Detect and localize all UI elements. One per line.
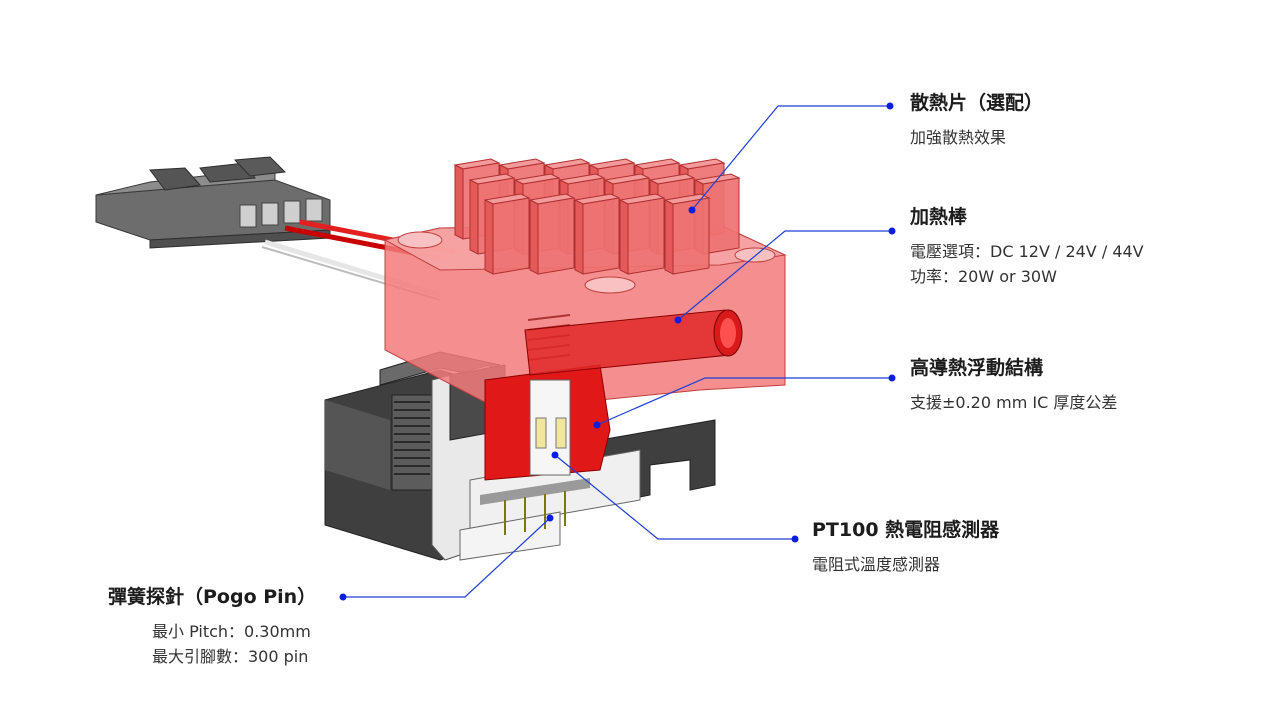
callout-pt100: PT100 熱電阻感測器 電阻式溫度感測器 — [812, 518, 999, 577]
leader-heater-rod — [677, 230, 892, 321]
leader-heatsink — [691, 105, 890, 211]
callout-heater-rod-power: 功率：20W or 30W — [910, 267, 1057, 286]
leader-heater-rod-end-dot — [888, 227, 896, 235]
callout-pogo-pin-count: 最大引腳數：300 pin — [152, 647, 309, 666]
socket-base — [324, 351, 716, 561]
leader-pt100-start-dot — [551, 451, 559, 459]
leader-heatsink-end-dot — [886, 102, 894, 110]
leader-pt100-end-dot — [791, 535, 799, 543]
leader-floating-structure-end-dot — [888, 374, 896, 382]
leader-heater-rod-start-dot — [674, 316, 682, 324]
callout-pogo-pin-pitch: 最小 Pitch：0.30mm — [152, 622, 311, 641]
leader-pogo-pin — [343, 517, 551, 598]
leader-floating-structure-start-dot — [593, 421, 601, 429]
heater-rod — [524, 309, 743, 376]
callout-pt100-desc: 電阻式溫度感測器 — [812, 555, 941, 574]
leader-pt100 — [554, 454, 795, 540]
callout-heater-rod-title: 加熱棒 — [910, 206, 968, 228]
callout-heatsink: 散熱片（選配） 加強散熱效果 — [910, 91, 1043, 150]
callout-floating-structure-title: 高導熱浮動結構 — [910, 357, 1044, 379]
heatsink-fin-face — [672, 197, 710, 275]
heatsink-fin-face — [627, 197, 665, 275]
leader-pogo-pin-end-dot — [339, 593, 347, 601]
callout-heatsink-desc: 加強散熱效果 — [910, 128, 1007, 147]
connector-plug — [95, 156, 331, 249]
callout-pogo-pin: 彈簧探針（Pogo Pin） 最小 Pitch：0.30mm 最大引腳數：300… — [108, 585, 316, 669]
leader-pogo-pin-start-dot — [546, 514, 554, 522]
leader-heatsink-start-dot — [688, 206, 696, 214]
callout-pogo-pin-title: 彈簧探針（Pogo Pin） — [108, 586, 317, 608]
heatsink-fin-face — [582, 197, 620, 275]
callout-heatsink-title: 散熱片（選配） — [910, 92, 1044, 114]
callout-heater-rod-voltage: 電壓選項：DC 12V / 24V / 44V — [910, 242, 1144, 261]
leader-floating-structure — [596, 377, 892, 426]
heatsink-fins — [453, 158, 741, 275]
callout-floating-structure: 高導熱浮動結構 支援±0.20 mm IC 厚度公差 — [910, 356, 1117, 415]
callout-heater-rod: 加熱棒 電壓選項：DC 12V / 24V / 44V 功率：20W or 30… — [910, 205, 1144, 289]
callout-pt100-title: PT100 熱電阻感測器 — [812, 519, 1000, 541]
heatsink-fin-face — [537, 197, 575, 275]
heatsink-fin-face — [492, 197, 530, 275]
callout-floating-structure-desc: 支援±0.20 mm IC 厚度公差 — [910, 393, 1118, 412]
